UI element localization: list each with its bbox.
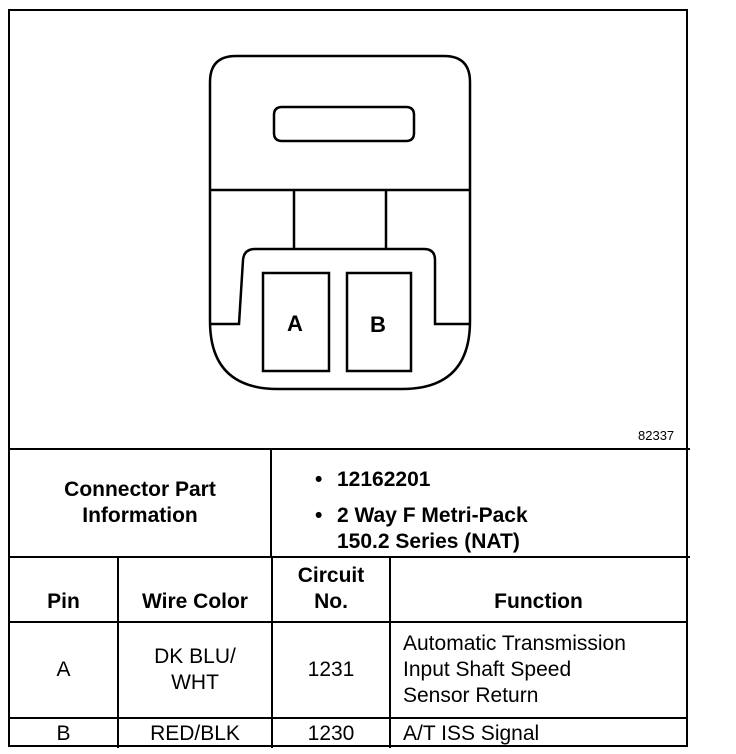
table-row: A DK BLU/ WHT 1231 Automatic Transmissio… bbox=[10, 621, 686, 719]
function-line: Input Shaft Speed bbox=[403, 658, 572, 681]
function-line: Automatic Transmission bbox=[403, 632, 626, 655]
pin-label-b: B bbox=[370, 312, 386, 337]
list-item: •2 Way F Metri-Pack bbox=[315, 504, 528, 527]
pin-cell: A bbox=[10, 621, 119, 719]
connector-info-label: Connector Part Information bbox=[10, 450, 272, 556]
connector-latch bbox=[272, 105, 416, 143]
header-function: Function bbox=[389, 556, 686, 623]
connector-part-info: Connector Part Information •12162201 •2 … bbox=[10, 448, 690, 558]
connector-housing bbox=[208, 54, 472, 391]
header-pin: Pin bbox=[10, 556, 119, 623]
terminal-a bbox=[261, 271, 331, 373]
connector-info-list: •12162201 •2 Way F Metri-Pack 150.2 Seri… bbox=[272, 450, 686, 556]
wire-color-cell: DK BLU/ WHT bbox=[117, 621, 273, 719]
connector-diagram: A B bbox=[208, 54, 472, 391]
function-cell: Automatic Transmission Input Shaft Speed… bbox=[389, 621, 686, 719]
circuit-cell: 1231 bbox=[271, 621, 391, 719]
function-line: Sensor Return bbox=[403, 684, 539, 707]
terminal-b bbox=[345, 271, 413, 373]
part-number: 12162201 bbox=[337, 468, 431, 491]
wire-color-text: DK BLU/ WHT bbox=[154, 645, 236, 694]
function-cell: A/T ISS Signal bbox=[389, 717, 686, 748]
pin-cell: B bbox=[10, 717, 119, 748]
wire-color-cell: RED/BLK bbox=[117, 717, 273, 748]
terminal-cavity bbox=[210, 247, 470, 326]
circuit-cell: 1230 bbox=[271, 717, 391, 748]
header-circuit: Circuit No. bbox=[271, 556, 391, 623]
header-wire-color: Wire Color bbox=[117, 556, 273, 623]
header-circuit-text: Circuit No. bbox=[297, 564, 365, 613]
table-row: B RED/BLK 1230 A/T ISS Signal bbox=[10, 717, 686, 748]
figure-number: 82337 bbox=[638, 428, 675, 443]
list-item: •12162201 bbox=[315, 468, 431, 491]
connector-type: 2 Way F Metri-Pack bbox=[337, 504, 528, 527]
connector-series: 150.2 Series (NAT) bbox=[337, 530, 520, 553]
pin-label-a: A bbox=[287, 311, 303, 336]
table-header-row: Pin Wire Color Circuit No. Function bbox=[10, 556, 686, 623]
pinout-table: Pin Wire Color Circuit No. Function A DK… bbox=[10, 556, 686, 748]
connector-sheet: A B 82337 Connector Part Information •12… bbox=[8, 9, 690, 748]
